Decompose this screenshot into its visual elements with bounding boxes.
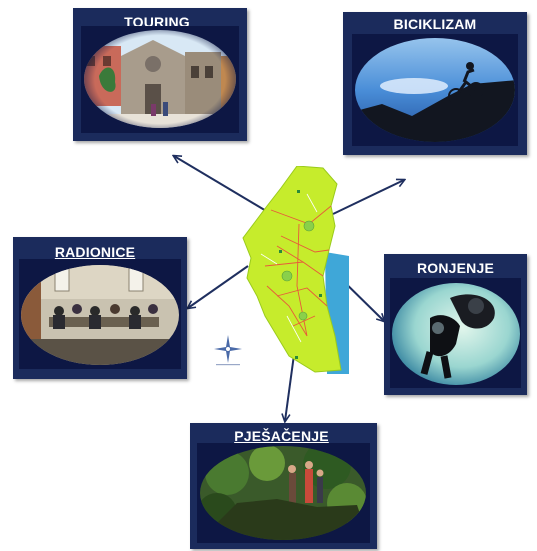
node-label: RADIONICE xyxy=(54,244,136,260)
scuba-diver-photo xyxy=(390,278,521,388)
forest-hikers-photo xyxy=(197,443,370,543)
arrow-to-radionice xyxy=(188,265,249,308)
node-biciklizam: BICIKLIZAM xyxy=(343,12,527,155)
node-label: BICIKLIZAM xyxy=(393,16,477,32)
arrow-to-touring xyxy=(174,156,279,219)
arrow-to-biciklizam xyxy=(332,180,404,215)
cyclist-at-sea-photo xyxy=(352,34,518,146)
node-radionice: RADIONICE xyxy=(13,237,187,379)
node-label: PJEŠAČENJE xyxy=(234,428,329,444)
church-square-photo xyxy=(81,26,239,133)
workshop-room-photo xyxy=(19,259,181,369)
node-ronjenje: RONJENJE xyxy=(384,254,527,395)
node-pjesacenje: PJEŠAČENJE xyxy=(190,423,377,549)
compass-rose-icon xyxy=(208,333,248,367)
istria-map xyxy=(237,165,349,374)
node-touring: TOURING xyxy=(73,8,247,141)
node-label: RONJENJE xyxy=(416,260,495,276)
